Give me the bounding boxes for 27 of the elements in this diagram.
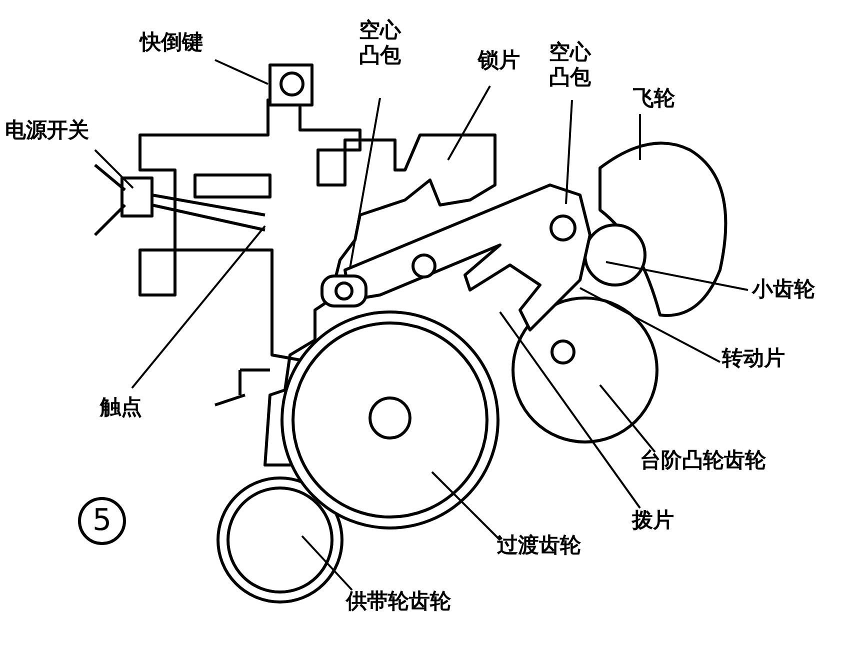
part-label: 空心凸包 xyxy=(548,40,592,90)
leader-line xyxy=(499,311,641,509)
part-label: 锁片 xyxy=(478,48,520,74)
leader-line xyxy=(94,149,134,189)
part-label: 空心凸包 xyxy=(358,18,402,68)
leader-line xyxy=(580,287,720,363)
leader-line xyxy=(606,261,748,291)
part-label: 飞轮 xyxy=(633,86,675,112)
part-label: 小齿轮 xyxy=(752,277,815,302)
leader-line xyxy=(301,535,353,591)
part-label: 电源开关 xyxy=(5,118,89,144)
leader-line xyxy=(599,384,656,453)
part-label: 供带轮齿轮 xyxy=(346,589,451,614)
part-label: 触点 xyxy=(100,395,142,420)
figure-number: 5 xyxy=(78,497,126,545)
leader-line xyxy=(131,225,266,389)
leader-line xyxy=(639,114,641,160)
part-label: 台阶凸轮齿轮 xyxy=(640,448,766,474)
part-label: 过渡齿轮 xyxy=(497,533,581,558)
leader-line xyxy=(214,59,268,85)
leader-line xyxy=(431,471,501,541)
leader-line xyxy=(565,100,573,204)
part-label: 转动片 xyxy=(722,346,785,372)
leader-line xyxy=(349,98,381,268)
leader-line xyxy=(447,86,491,160)
part-label: 拨片 xyxy=(632,508,674,534)
part-label: 快倒键 xyxy=(140,30,203,56)
